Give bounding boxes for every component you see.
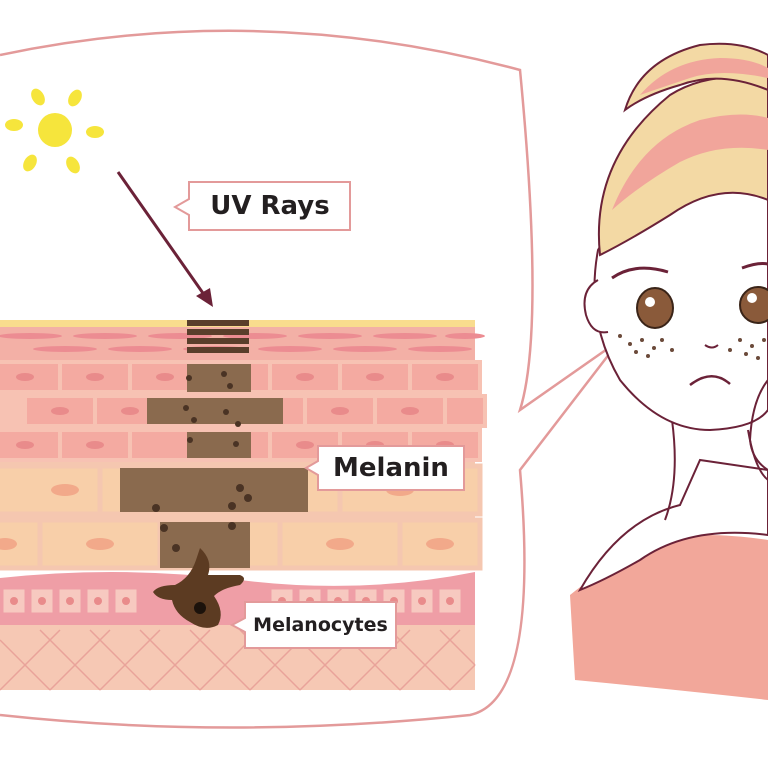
skin-cross-section	[0, 320, 487, 691]
arrow-icon	[116, 171, 213, 307]
uv-rays-callout	[172, 181, 351, 231]
melanocytes-label: Melanocytes	[253, 614, 388, 636]
sun-icon	[5, 88, 104, 174]
melanin-callout	[304, 445, 465, 491]
melanocytes-callout	[229, 601, 397, 649]
uv-rays-label: UV Rays	[210, 191, 330, 221]
melanin-label: Melanin	[333, 453, 449, 483]
melanocyte-cell	[153, 548, 244, 628]
woman-face-illustration	[570, 42, 768, 700]
